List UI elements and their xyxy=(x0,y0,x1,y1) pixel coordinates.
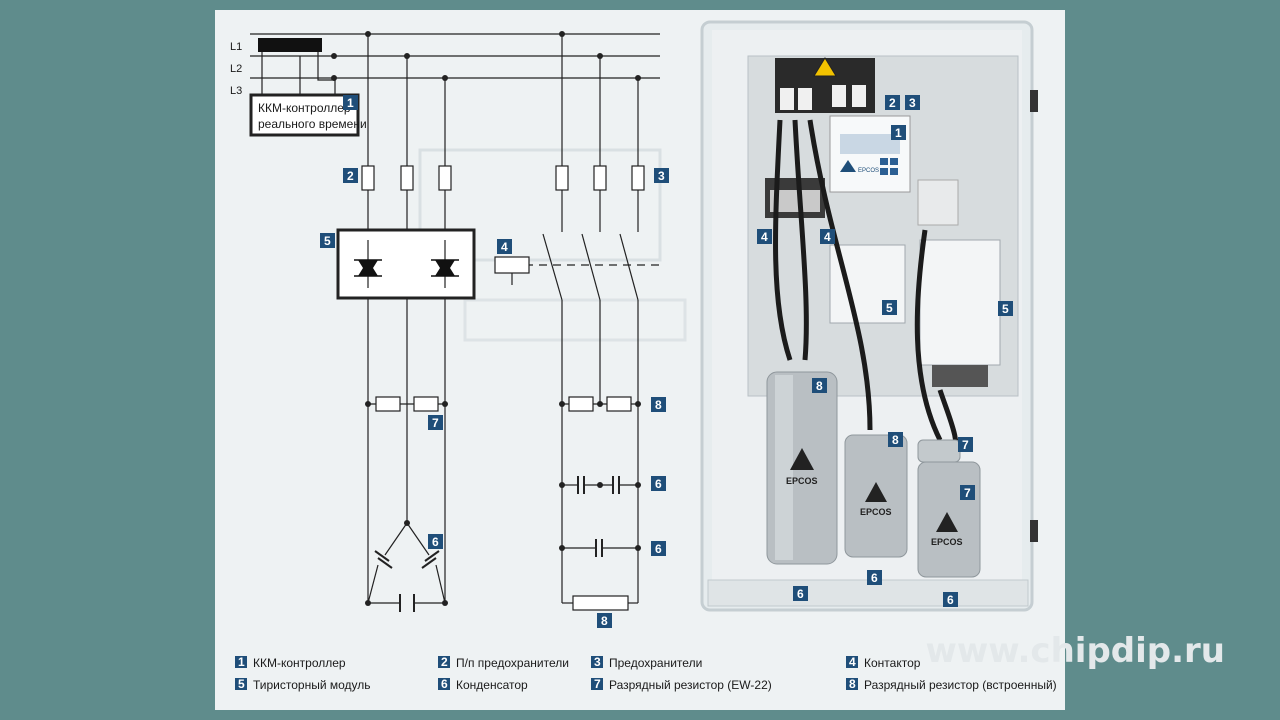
legend-label-5: Тиристорный модуль xyxy=(253,678,371,692)
controller-line2: реального времени xyxy=(258,117,367,131)
svg-text:6: 6 xyxy=(432,535,439,549)
left-resistors xyxy=(375,396,439,412)
controller-box xyxy=(249,93,360,137)
svg-text:4: 4 xyxy=(761,230,768,244)
svg-text:6: 6 xyxy=(947,593,954,607)
contactor-coil xyxy=(494,256,530,274)
svg-text:1: 1 xyxy=(895,126,902,140)
svg-text:4: 4 xyxy=(849,655,856,669)
svg-text:7: 7 xyxy=(432,416,439,430)
photo-badge-1: 1 xyxy=(891,125,906,140)
badge-fuse: 3 xyxy=(654,168,669,183)
photo-badge-4a: 4 xyxy=(757,229,772,244)
right-resistors xyxy=(568,396,632,611)
badge-contactor: 4 xyxy=(497,239,512,254)
photo-badge-8a: 8 xyxy=(812,378,827,393)
svg-text:7: 7 xyxy=(964,486,971,500)
svg-text:EPCOS: EPCOS xyxy=(858,168,879,174)
svg-text:8: 8 xyxy=(816,379,823,393)
photo-badge-6a: 6 xyxy=(867,570,882,585)
svg-text:7: 7 xyxy=(594,677,601,691)
svg-text:6: 6 xyxy=(655,542,662,556)
svg-text:6: 6 xyxy=(655,477,662,491)
delta-capacitors xyxy=(367,522,446,612)
legend-label-3: Предохранители xyxy=(609,656,702,670)
svg-text:3: 3 xyxy=(594,655,601,669)
legend-label-4: Контактор xyxy=(864,656,921,670)
svg-text:EPCOS: EPCOS xyxy=(860,507,892,517)
photo-badge-5a: 5 xyxy=(882,300,897,315)
photo-badge-5b: 5 xyxy=(998,301,1013,316)
svg-text:EPCOS: EPCOS xyxy=(786,476,818,486)
svg-text:2: 2 xyxy=(441,655,448,669)
label-l2: L2 xyxy=(230,63,242,75)
svg-text:8: 8 xyxy=(892,433,899,447)
current-transformer xyxy=(258,38,322,52)
svg-text:1: 1 xyxy=(347,96,354,110)
photo-badge-7b: 7 xyxy=(960,485,975,500)
svg-text:5: 5 xyxy=(238,677,245,691)
badge-cap-left: 6 xyxy=(428,534,443,549)
right-branch-wires xyxy=(542,34,639,604)
photo-badge-6c: 6 xyxy=(943,592,958,607)
photo-badge-7a: 7 xyxy=(958,437,973,452)
svg-text:6: 6 xyxy=(797,587,804,601)
controller-badge: 1 xyxy=(343,95,358,110)
svg-text:4: 4 xyxy=(501,240,508,254)
badge-fuse-ss: 2 xyxy=(343,168,358,183)
svg-text:8: 8 xyxy=(655,398,662,412)
svg-text:EPCOS: EPCOS xyxy=(931,537,963,547)
svg-text:3: 3 xyxy=(658,169,665,183)
badge-cap-mid1: 6 xyxy=(651,476,666,491)
svg-text:4: 4 xyxy=(824,230,831,244)
badge-res-bottom: 8 xyxy=(597,613,612,628)
left-branch-wires xyxy=(367,34,446,603)
badge-res-right: 8 xyxy=(651,397,666,412)
left-fuses xyxy=(361,165,452,191)
badge-thyristor: 5 xyxy=(320,233,335,248)
svg-text:2: 2 xyxy=(347,169,354,183)
svg-text:5: 5 xyxy=(886,301,893,315)
badge-cap-mid2: 6 xyxy=(651,541,666,556)
legend-label-2: П/п предохранители xyxy=(456,656,569,670)
photo-badge-8b: 8 xyxy=(888,432,903,447)
svg-text:8: 8 xyxy=(601,614,608,628)
svg-text:1: 1 xyxy=(238,655,245,669)
legend-label-7: Разрядный резистор (EW-22) xyxy=(609,678,772,692)
faint-box-2 xyxy=(463,298,687,342)
badge-res-left: 7 xyxy=(428,415,443,430)
photo-badge-4b: 4 xyxy=(820,229,835,244)
controller-wires xyxy=(261,52,336,95)
label-l1: L1 xyxy=(230,41,242,53)
cabinet-photo: EPCOS EPCOS EPCOS xyxy=(700,20,1038,612)
legend: 1 ККМ-контроллер 5 Тиристорный модуль 2 … xyxy=(235,655,1057,692)
legend-label-6: Конденсатор xyxy=(456,678,528,692)
svg-text:6: 6 xyxy=(871,571,878,585)
svg-text:2: 2 xyxy=(889,96,896,110)
faint-box-1 xyxy=(418,148,662,262)
legend-label-1: ККМ-контроллер xyxy=(253,656,346,670)
controller-line1: ККМ-контроллер xyxy=(258,101,351,115)
label-l3: L3 xyxy=(230,85,242,97)
photo-badge-3: 3 xyxy=(905,95,920,110)
svg-text:7: 7 xyxy=(962,438,969,452)
warning-triangle xyxy=(813,57,837,77)
photo-badge-2: 2 xyxy=(885,95,900,110)
svg-text:5: 5 xyxy=(324,234,331,248)
svg-text:3: 3 xyxy=(909,96,916,110)
svg-text:8: 8 xyxy=(849,677,856,691)
thyristor-symbol-right xyxy=(431,259,459,277)
svg-text:6: 6 xyxy=(441,677,448,691)
watermark: www.chipdip.ru xyxy=(925,631,1225,671)
svg-text:5: 5 xyxy=(1002,302,1009,316)
right-fuses xyxy=(555,165,645,191)
photo-badge-6b: 6 xyxy=(793,586,808,601)
thyristor-module xyxy=(336,228,476,300)
thyristor-symbol-left xyxy=(354,259,382,277)
legend-label-8: Разрядный резистор (встроенный) xyxy=(864,678,1057,692)
photo-thyristor-2 xyxy=(919,239,1001,366)
